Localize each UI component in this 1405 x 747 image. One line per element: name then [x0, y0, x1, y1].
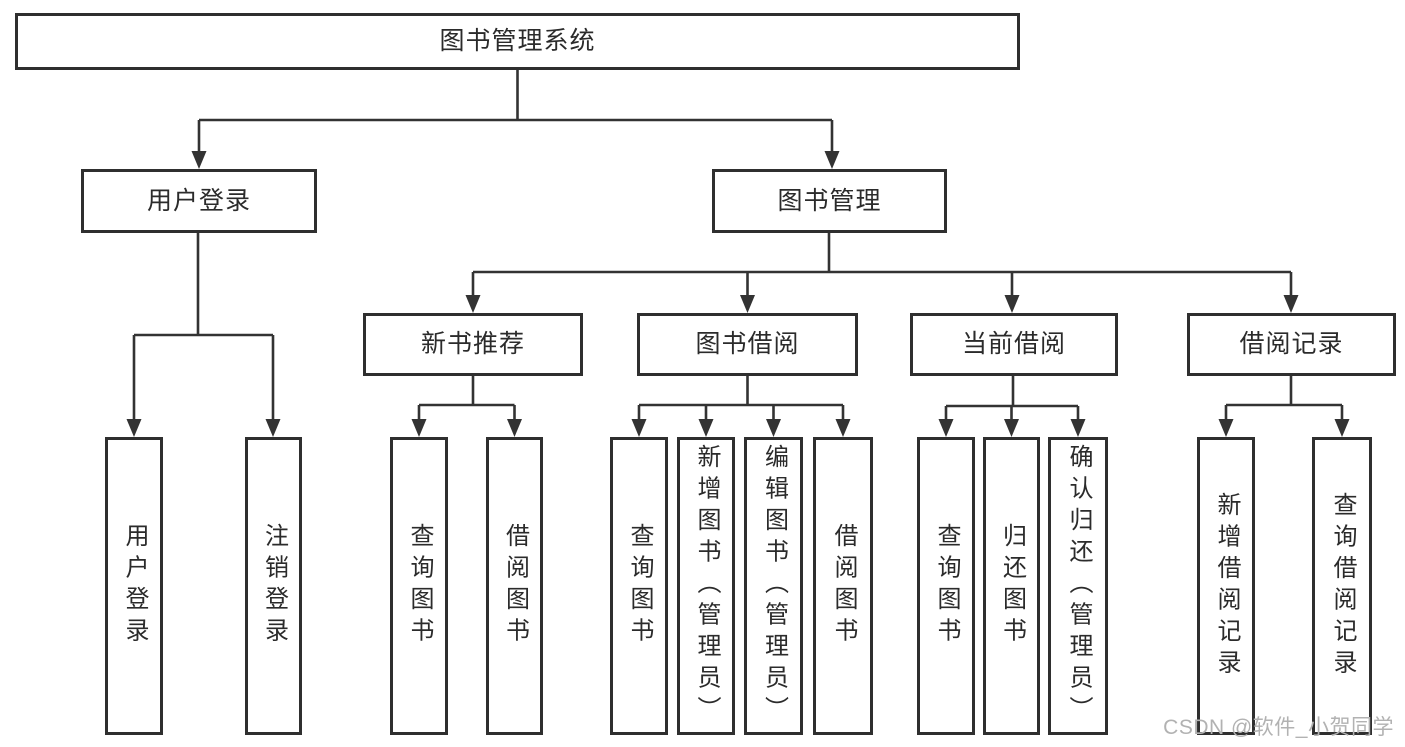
node-label: 确认归还（管理员） — [1065, 444, 1092, 728]
leaf-query-books-current: 查询图书 — [917, 437, 975, 735]
node-label: 查询借阅记录 — [1329, 491, 1356, 681]
node-borrow-records: 借阅记录 — [1187, 313, 1396, 376]
node-label: 借阅图书 — [501, 523, 529, 649]
leaf-add-borrow-record: 新增借阅记录 — [1197, 437, 1255, 735]
node-label: 新书推荐 — [420, 330, 525, 358]
leaf-confirm-return-admin: 确认归还（管理员） — [1048, 437, 1108, 735]
node-label: 当前借阅 — [961, 330, 1066, 358]
node-label: 用户登录 — [121, 523, 148, 649]
node-label: 用户登录 — [146, 186, 251, 215]
node-label: 借阅图书 — [830, 523, 857, 649]
node-label: 新增图书（管理员） — [693, 444, 720, 728]
leaf-add-books-admin: 新增图书（管理员） — [677, 437, 735, 735]
node-book-borrow: 图书借阅 — [637, 313, 858, 376]
node-label: 查询图书 — [406, 523, 433, 649]
watermark: CSDN @软件_小贺同学 — [1163, 716, 1394, 739]
node-label: 查询图书 — [626, 523, 653, 649]
node-user-login-branch: 用户登录 — [81, 169, 317, 233]
node-label: 借阅记录 — [1239, 330, 1344, 358]
leaf-borrow-books-recommend: 借阅图书 — [486, 437, 543, 735]
node-current-borrow: 当前借阅 — [910, 313, 1118, 376]
node-label: 新增借阅记录 — [1213, 491, 1240, 681]
node-label: 图书管理系统 — [439, 27, 596, 55]
node-library-management-system: 图书管理系统 — [15, 13, 1020, 70]
leaf-query-books-borrow: 查询图书 — [610, 437, 668, 735]
leaf-edit-books-admin: 编辑图书（管理员） — [744, 437, 803, 735]
node-new-book-recommend: 新书推荐 — [363, 313, 583, 376]
node-label: 图书管理 — [777, 186, 882, 215]
leaf-logout: 注销登录 — [245, 437, 302, 735]
node-label: 图书借阅 — [695, 330, 800, 358]
leaf-query-books-recommend: 查询图书 — [390, 437, 448, 735]
node-label: 编辑图书（管理员） — [760, 444, 788, 728]
node-book-management-branch: 图书管理 — [712, 169, 947, 233]
leaf-user-login: 用户登录 — [105, 437, 163, 735]
leaf-query-borrow-record: 查询借阅记录 — [1312, 437, 1372, 735]
node-label: 查询图书 — [933, 523, 960, 649]
leaf-borrow-books: 借阅图书 — [813, 437, 873, 735]
node-label: 归还图书 — [998, 523, 1026, 649]
leaf-return-books: 归还图书 — [983, 437, 1040, 735]
node-label: 注销登录 — [260, 523, 288, 649]
